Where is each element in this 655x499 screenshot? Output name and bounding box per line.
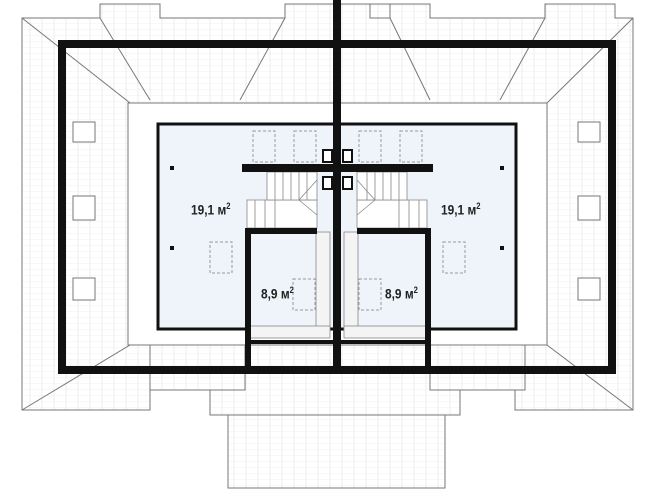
column-markers	[170, 166, 504, 250]
chimneys	[322, 149, 353, 190]
walls	[58, 0, 616, 374]
skylights	[209, 130, 466, 311]
room-area-label: 19,1 м2	[191, 201, 231, 218]
room-area-label: 19,1 м2	[441, 201, 481, 218]
room-area-label: 8,9 м2	[261, 285, 294, 302]
room-area-label: 8,9 м2	[385, 285, 418, 302]
roof-windows	[72, 121, 601, 301]
stairs	[246, 171, 429, 339]
